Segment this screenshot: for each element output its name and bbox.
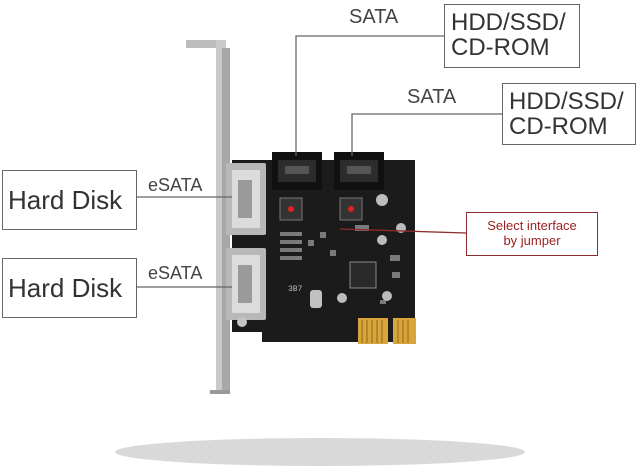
hdd-mid-line2: CD-ROM [509, 113, 608, 141]
pcb-components [237, 194, 406, 327]
callout-leader-line [339, 228, 467, 234]
jumper-callout-line1: Select interface [487, 218, 577, 233]
sata-label-top: SATA [349, 6, 399, 28]
sata-label-mid: SATA [407, 86, 457, 108]
hard-disk-box-1: Hard Disk [2, 170, 137, 230]
esata-port-1 [226, 163, 266, 235]
metal-bracket [186, 40, 230, 394]
jumper-block-1 [279, 197, 303, 221]
card-shadow [115, 438, 525, 466]
esata-label-2: eSATA [148, 263, 203, 283]
controller-chip [349, 261, 377, 289]
hdd-ssd-cdrom-box-top: HDD/SSD/ CD-ROM [444, 4, 580, 68]
sata-connector-1 [272, 152, 322, 190]
jumper-callout-line2: by jumper [503, 233, 561, 248]
jumper-callout-box: Select interface by jumper [466, 212, 598, 256]
hdd-mid-line1: HDD/SSD/ [509, 88, 624, 115]
sata-connector-2 [334, 152, 384, 190]
hdd-top-line2: CD-ROM [451, 34, 550, 62]
hdd-ssd-cdrom-box-mid: HDD/SSD/ CD-ROM [502, 83, 636, 145]
esata-port-2 [226, 248, 266, 320]
board-marking: 3B7 [288, 285, 303, 294]
pcb-board [232, 160, 416, 344]
jumper-block-2 [339, 197, 363, 221]
leader-lines [137, 35, 502, 288]
hdd-top-line1: HDD/SSD/ [451, 9, 566, 36]
hard-disk-box-2: Hard Disk [2, 258, 137, 318]
esata-label-1: eSATA [148, 175, 203, 195]
